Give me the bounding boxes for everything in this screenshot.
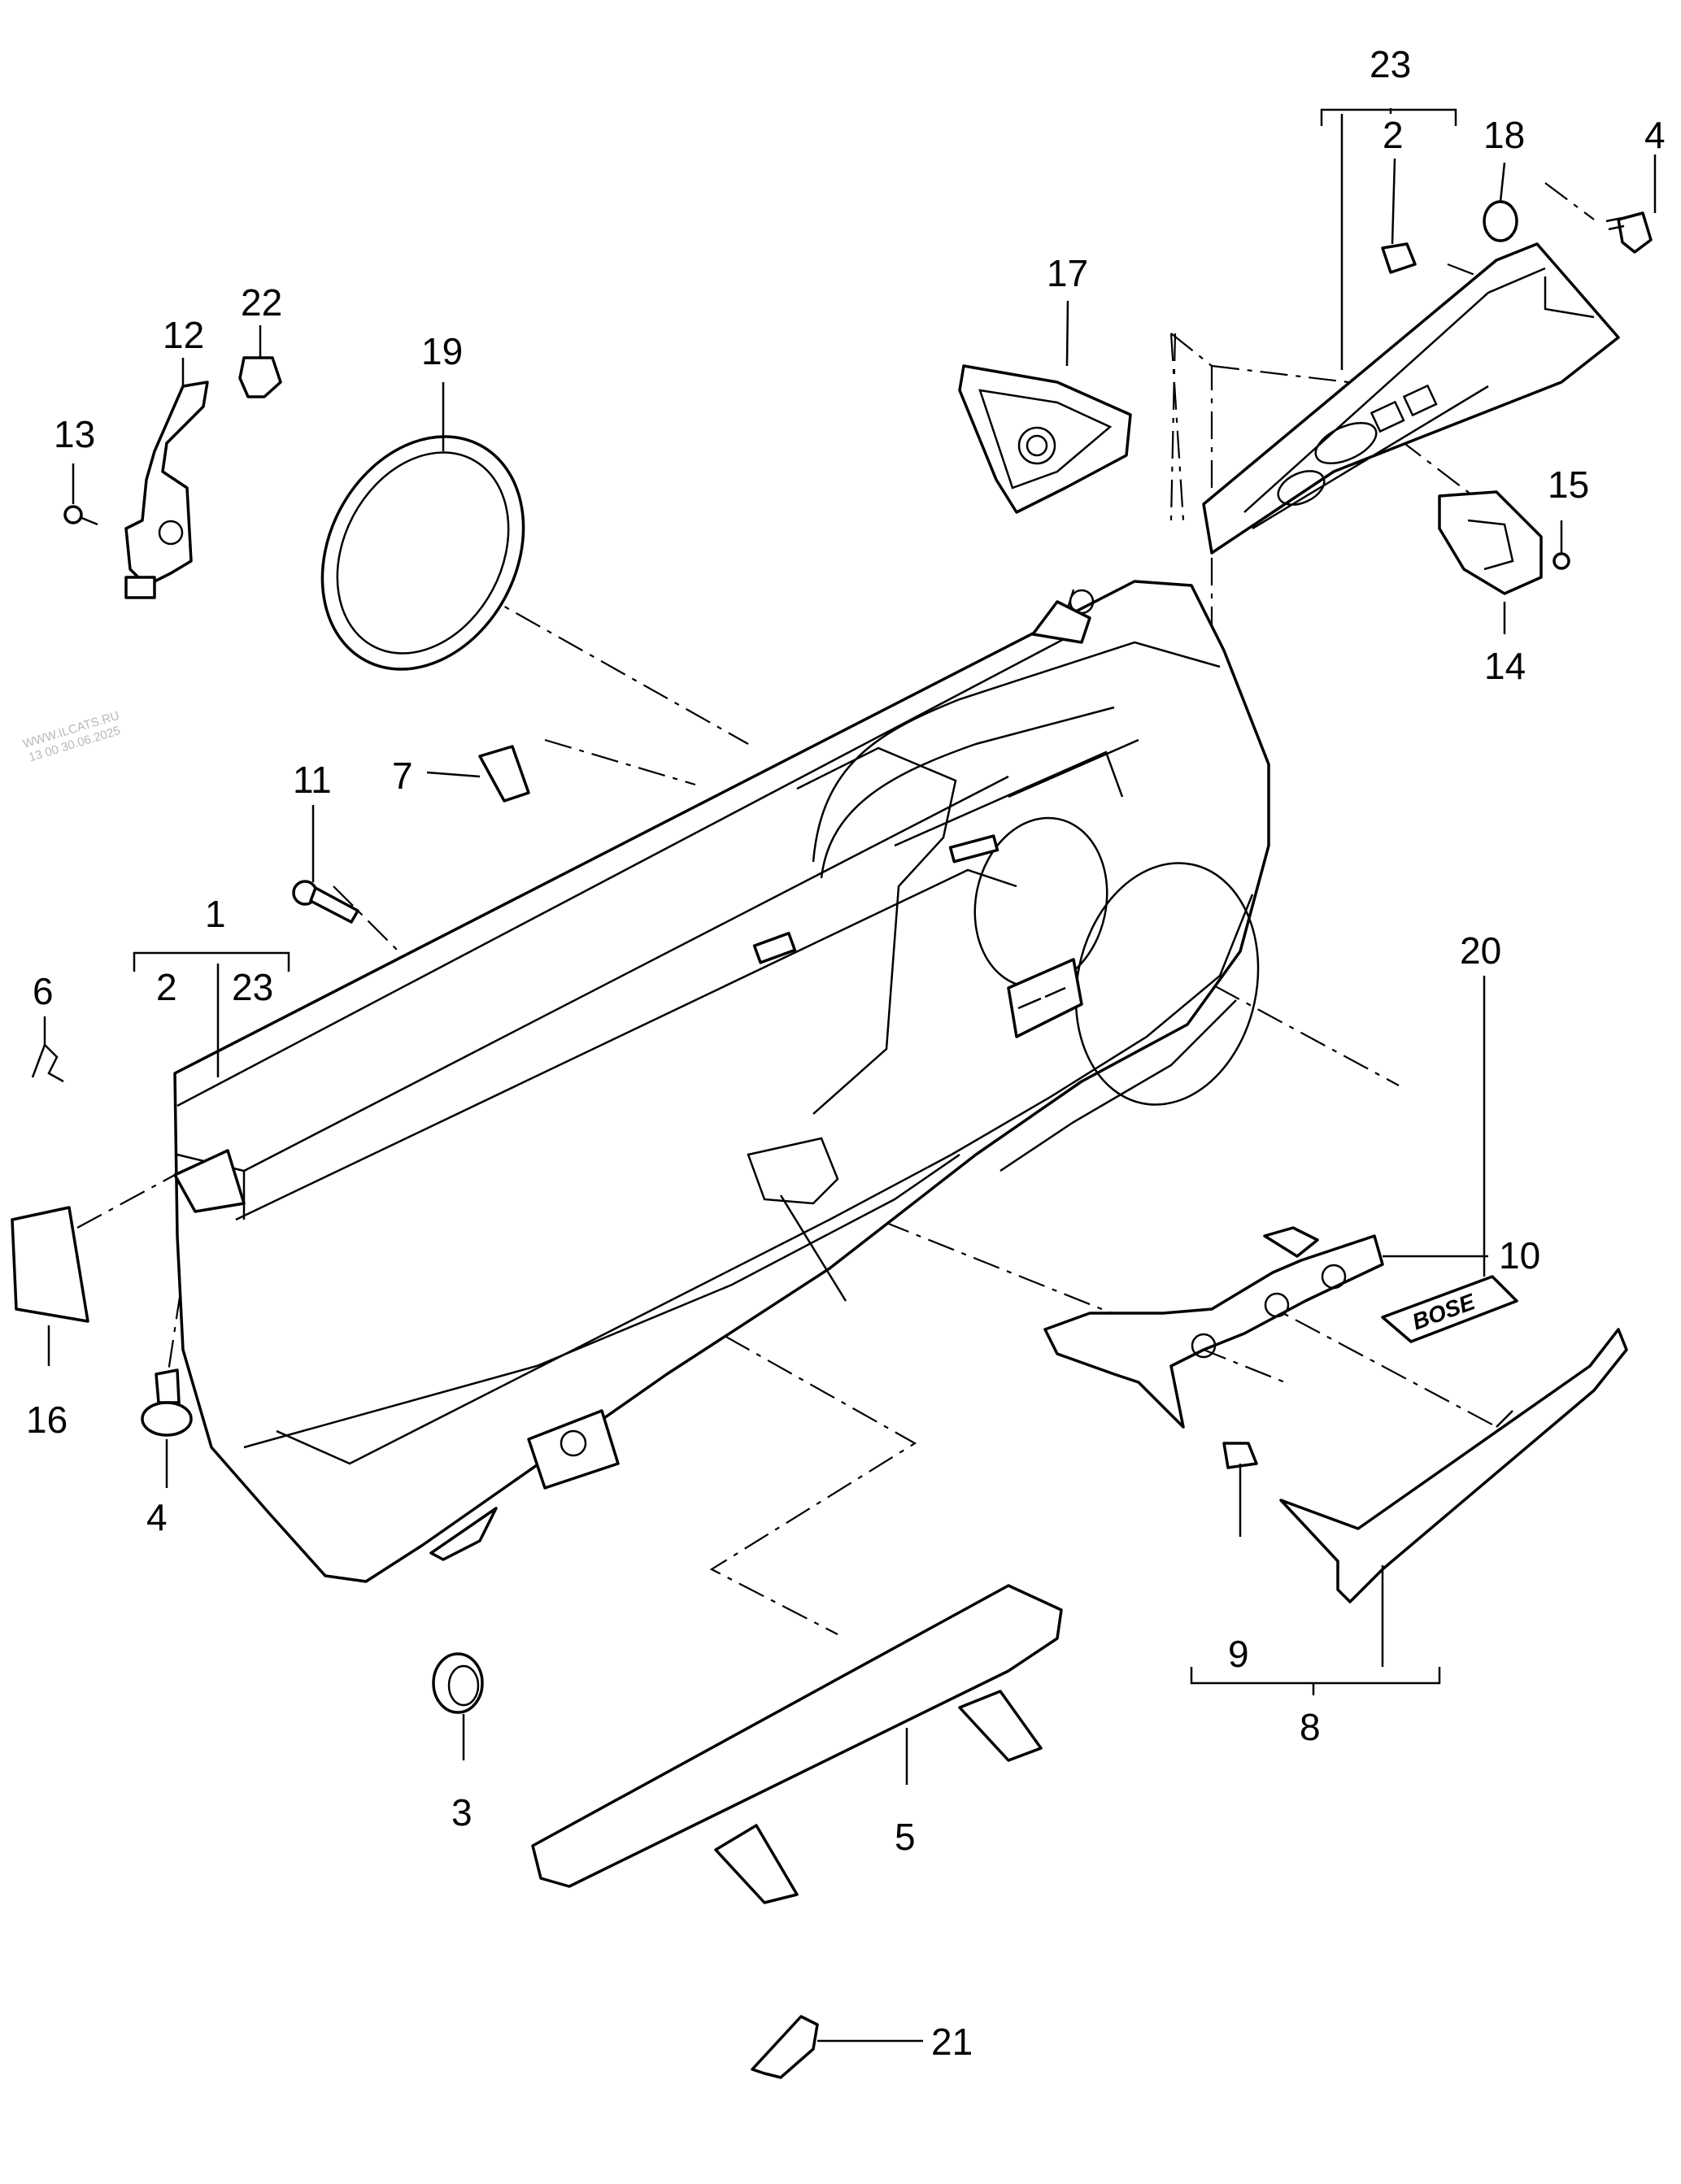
label-3: 3: [451, 1791, 473, 1834]
armrest-pad-5: [531, 1584, 1063, 1904]
label-15: 15: [1548, 463, 1589, 506]
bolt-11: [292, 880, 359, 924]
label-1-sub-23: 23: [232, 966, 273, 1008]
grommet-3: [432, 1652, 484, 1714]
watermark: WWW.ILCATS.RU 13 00 30.06.2025: [21, 709, 122, 765]
label-7: 7: [392, 755, 413, 797]
label-9: 9: [1228, 1633, 1249, 1675]
speaker-ring: [320, 435, 525, 671]
label-2: 2: [1383, 114, 1404, 156]
label-23: 23: [1370, 43, 1411, 85]
label-19: 19: [421, 330, 463, 372]
part-labels: 1 2 23 23 2 18 4 15 14 17 19 12 22 13 11…: [26, 43, 1666, 2063]
screw-15: [1553, 552, 1570, 570]
label-5: 5: [895, 1816, 916, 1858]
mirror-control-panel: [958, 364, 1132, 514]
label-13: 13: [54, 413, 95, 455]
label-16: 16: [26, 1399, 68, 1441]
switch-panel: [1202, 242, 1620, 555]
label-18: 18: [1483, 114, 1525, 156]
clip-9: [1222, 1442, 1258, 1469]
leader-lines: [43, 108, 1657, 2043]
label-14: 14: [1484, 645, 1526, 687]
label-21: 21: [931, 2021, 973, 2063]
label-12: 12: [163, 314, 204, 356]
label-10: 10: [1499, 1234, 1540, 1277]
door-panel: [173, 580, 1270, 1583]
label-4-top: 4: [1644, 114, 1666, 156]
label-1: 1: [205, 893, 226, 935]
clip-2-top: [1381, 242, 1417, 274]
clip-7: [478, 745, 530, 803]
label-11: 11: [293, 759, 332, 801]
handle-bracket-21: [751, 2015, 819, 2079]
label-22: 22: [241, 281, 282, 324]
label-8: 8: [1300, 1706, 1321, 1748]
label-4-bottom: 4: [146, 1496, 168, 1538]
screw-4-bottom: [141, 1368, 193, 1437]
label-1-sub-2: 2: [156, 966, 177, 1008]
plug-22: [238, 356, 282, 398]
door-handle-10: [1043, 1226, 1384, 1429]
trim-strip-8: [1279, 1328, 1628, 1603]
screw-13: [63, 505, 98, 526]
label-17: 17: [1047, 252, 1088, 294]
speaker-badge: BOSE: [1381, 1275, 1518, 1343]
seal-ring: [1483, 200, 1518, 242]
spring-6: [31, 1042, 64, 1083]
cover-plate-16: [11, 1206, 89, 1323]
label-6: 6: [33, 970, 54, 1012]
label-20: 20: [1460, 929, 1501, 972]
screw-4-top: [1605, 211, 1653, 254]
latch-mechanism: [124, 381, 209, 599]
speaker-trim: [1438, 490, 1543, 595]
